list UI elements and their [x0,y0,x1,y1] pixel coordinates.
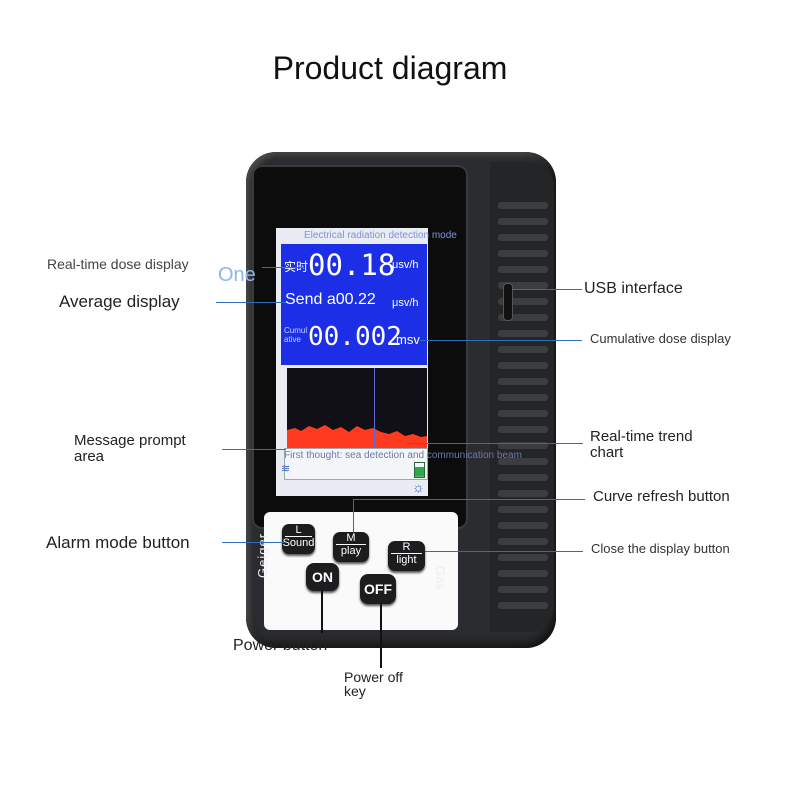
leader-power-off [380,604,382,668]
leader-message [222,449,286,450]
alarm-key-top: L [285,524,312,537]
curve-key-bottom: play [340,545,362,557]
leader-cumulative [420,340,582,341]
trend-chart-text: Real-time trend chart [590,428,693,461]
grip-rib [498,202,548,209]
grip-rib [498,506,548,513]
cumulative-label: Cumul ative [284,326,308,344]
usb-port [503,283,513,321]
leader-alarm [222,542,284,543]
message-prompt-label: Message prompt area [74,433,214,465]
trend-chart-label: Real-time trend chart [590,429,730,461]
leader-curve-drop [353,499,354,533]
page-title: Product diagram [272,50,508,86]
mode-text: Electrical radiation detection mode [304,230,457,241]
message-prompt-bar [284,448,428,480]
close-display-key[interactable]: R light [388,541,425,571]
off-key[interactable]: OFF [360,574,396,604]
grip-rib [498,554,548,561]
grip-rib [498,458,548,465]
trend-chart [287,368,427,448]
grip-rib [498,234,548,241]
grip-rib [498,522,548,529]
grip-rib [498,362,548,369]
message-prompt-text: Message prompt area [74,432,186,465]
grip-rib [498,570,548,577]
device-ribbed-side [490,162,554,632]
gas-label: Gas [433,566,448,590]
grip-rib [498,602,548,609]
close-key-top: R [391,541,422,554]
battery-icon [414,462,425,478]
grip-rib [498,586,548,593]
close-display-label: Close the display button [591,541,730,556]
cumulative-unit: msv [396,332,420,347]
grip-rib [498,314,548,321]
trend-chart-area [287,425,427,448]
curve-key-top: M [336,532,366,545]
grip-rib [498,266,548,273]
grip-rib [498,410,548,417]
power-off-text: Power off key [344,669,403,699]
readout-panel [281,244,427,365]
trend-cursor-line [374,368,375,448]
curve-refresh-label: Curve refresh button [593,488,730,505]
realtime-dose-label: Real-time dose display [47,256,189,272]
grip-rib [498,394,548,401]
grip-rib [498,442,548,449]
leader-trend [408,443,583,444]
cumulative-value: 00.002 [308,322,402,352]
leader-usb [512,289,582,290]
curve-refresh-key[interactable]: M play [333,532,369,562]
usb-label: USB interface [584,280,683,297]
leader-realtime [262,267,304,268]
grip-rib [498,282,548,289]
grip-rib [498,330,548,337]
grip-rib [498,346,548,353]
realtime-value: 00.18 [308,248,396,282]
grip-rib [498,378,548,385]
cumulative-dose-label: Cumulative dose display [590,331,731,346]
average-label: Average display [59,292,180,311]
alarm-key-bottom: Sound [282,537,315,549]
signal-icon: ≋ [281,463,291,475]
leader-power [321,591,323,633]
one-text: One [218,264,256,286]
grip-rib [498,298,548,305]
leader-curve [353,499,585,500]
alarm-mode-label: Alarm mode button [46,533,190,552]
grip-rib [498,474,548,481]
close-key-bottom: light [396,554,417,566]
power-label: Power button [233,637,328,654]
geiger-label: Geiger [255,532,270,578]
grip-rib [498,426,548,433]
alarm-mode-key[interactable]: L Sound [282,524,315,554]
grip-rib [498,218,548,225]
on-key[interactable]: ON [306,563,339,591]
grip-rib [498,250,548,257]
trend-chart-svg [287,425,427,448]
realtime-unit: μsv/h [392,259,419,271]
grip-rib [498,490,548,497]
average-unit: μsv/h [392,297,419,309]
average-value: Send a00.22 [285,291,376,308]
power-off-label: Power off key [344,670,424,698]
sun-icon: ☼ [412,479,425,495]
leader-average [216,302,286,303]
leader-close [425,551,583,552]
grip-rib [498,538,548,545]
prompt-text: First thought: sea detection and communi… [284,450,522,461]
